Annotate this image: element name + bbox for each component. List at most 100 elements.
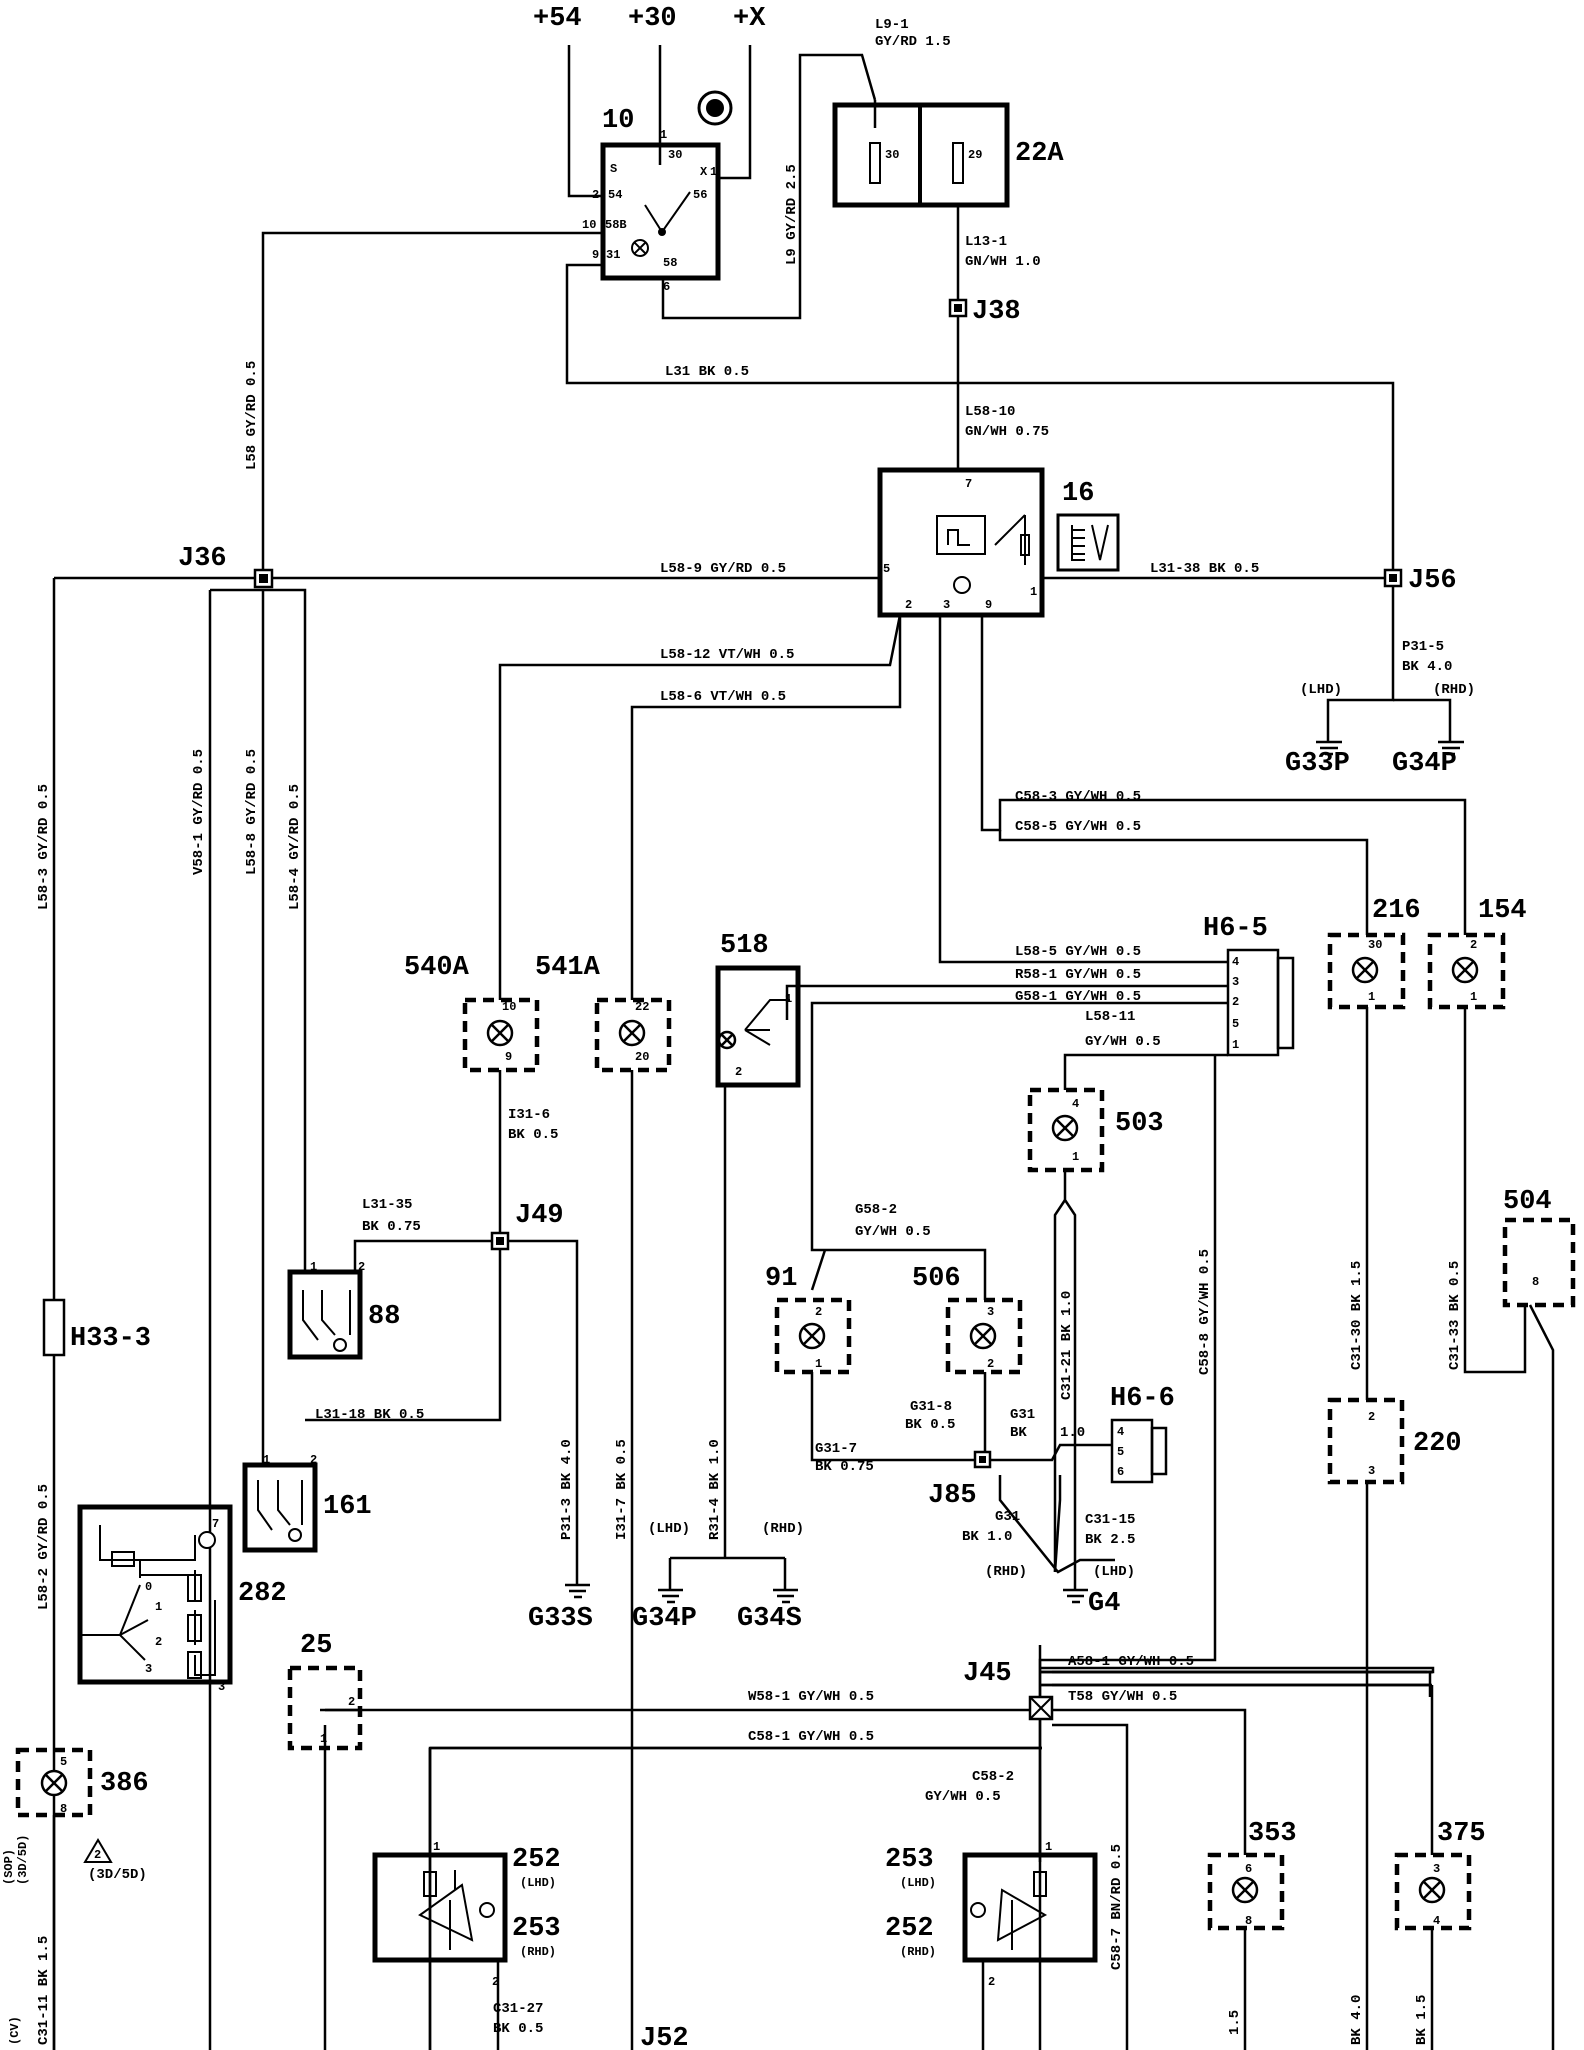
wire-labels-vertical: L9 GY/RD 2.5 L58 GY/RD 0.5 L58-3 GY/RD 0… [2,164,1463,2045]
wire-c58-2-a: C58-2 [972,1769,1014,1785]
wire-l58-5: L58-5 GY/WH 0.5 [1015,944,1141,960]
wire-l31-35-b: BK 0.75 [362,1219,421,1235]
label-540a: 540A [404,953,470,983]
wire-r31-4-v: R31-4 BK 1.0 [707,1439,723,1540]
label-variant-sop: (SOP) [2,1849,16,1885]
svg-text:30: 30 [885,148,899,162]
label-lhd-253: (LHD) [900,1876,936,1890]
label-503: 503 [1115,1109,1164,1139]
svg-text:1: 1 [433,1840,440,1854]
svg-text:1: 1 [1368,990,1375,1004]
supply-plusx: +X [733,4,766,34]
component-518: 518 [715,931,801,1088]
label-253-left: 253 [512,1914,561,1944]
junction-j45: J45 [963,1659,1054,1721]
label-216: 216 [1372,896,1421,926]
wire-bk40-v: BK 4.0 [1349,1995,1365,2045]
wire-l58-12: L58-12 VT/WH 0.5 [660,647,794,663]
svg-text:9: 9 [985,598,992,612]
svg-text:58B: 58B [605,218,627,232]
wire-l58-10-b: GN/WH 0.75 [965,424,1049,440]
label-253-right: 253 [885,1845,934,1875]
wire-p31-5-b: BK 4.0 [1402,659,1452,675]
wire-g31-8-b: BK 0.5 [905,1417,955,1433]
wire-v58-1-v: V58-1 GY/RD 0.5 [191,749,207,875]
svg-text:X: X [700,165,708,179]
wire-l58-3-v: L58-3 GY/RD 0.5 [36,784,52,910]
label-91: 91 [765,1264,797,1294]
label-88: 88 [368,1302,400,1332]
label-h33-3: H33-3 [70,1324,151,1354]
wire-i31-6-a: I31-6 [508,1107,550,1123]
svg-text:30: 30 [668,148,682,162]
label-j52: J52 [640,2024,689,2050]
wire-g31-b2: BK 1.0 [962,1529,1012,1545]
label-j85: J85 [928,1481,977,1511]
svg-text:1: 1 [310,1260,317,1274]
wire-l9-v: L9 GY/RD 2.5 [784,164,800,265]
junction-j56: J56 [1383,566,1457,596]
connector-h33-3: H33-3 [42,1298,151,1357]
svg-text:3: 3 [943,598,950,612]
svg-text:8: 8 [60,1802,67,1816]
label-16: 16 [1062,479,1094,509]
svg-text:10: 10 [502,1000,516,1014]
component-375: 375 [1394,1819,1486,1931]
svg-text:1: 1 [1072,1150,1079,1164]
wire-labels: L9-1 GY/RD 1.5 L13-1 GN/WH 1.0 L31 BK 0.… [88,17,1475,2037]
svg-text:3: 3 [145,1662,152,1676]
label-161: 161 [323,1492,372,1522]
wire-g31-8-a: G31-8 [910,1399,952,1415]
wire-c31-33-v: C31-33 BK 0.5 [1447,1261,1463,1370]
component-216: 216 [1327,896,1421,1010]
wire-l58-9: L58-9 GY/RD 0.5 [660,561,786,577]
supply-plus30: +30 [628,4,677,34]
wire-c58-7-v: C58-7 BN/RD 0.5 [1109,1844,1125,1970]
label-rhd-253: (RHD) [520,1945,556,1959]
svg-text:22: 22 [635,1000,649,1014]
label-j45: J45 [963,1659,1012,1689]
svg-text:7: 7 [965,477,972,491]
wire-g31-c: 1.0 [1060,1425,1085,1441]
svg-text:0: 0 [145,1580,152,1594]
label-282: 282 [238,1579,287,1609]
grounds: G33P G34P G33S G34P G34S G4 [528,740,1464,1634]
wire-l58-v: L58 GY/RD 0.5 [244,361,260,470]
label-375: 375 [1437,1819,1486,1849]
wire-g31-7-a: G31-7 [815,1441,857,1457]
label-rhd-g4: (RHD) [985,1564,1027,1580]
svg-text:2: 2 [905,598,912,612]
wire-l58-4-v: L58-4 GY/RD 0.5 [287,784,303,910]
junction-j85: J85 [928,1450,992,1511]
svg-text:5: 5 [883,562,890,576]
svg-text:29: 29 [968,148,982,162]
svg-text:2: 2 [592,188,599,202]
svg-text:3: 3 [1368,1464,1375,1478]
label-rhd-252: (RHD) [900,1945,936,1959]
svg-text:6: 6 [1245,1862,1252,1876]
wire-g31-a: G31 [1010,1407,1035,1423]
svg-text:2: 2 [735,1065,742,1079]
wire-p31-5-a: P31-5 [1402,639,1444,655]
svg-text:2: 2 [815,1305,822,1319]
label-j49: J49 [515,1201,564,1231]
label-j56: J56 [1408,566,1457,596]
wire-c58-3: C58-3 GY/WH 0.5 [1015,789,1141,805]
wire-i31-7-v: I31-7 BK 0.5 [614,1439,630,1540]
svg-text:20: 20 [635,1050,649,1064]
svg-text:2: 2 [94,1848,101,1862]
label-252-left: 252 [512,1845,561,1875]
label-154: 154 [1478,896,1527,926]
svg-text:1: 1 [660,128,667,142]
wire-353-bk15: 1.5 [1227,2010,1243,2035]
svg-text:S: S [610,162,617,176]
component-16: 16 [877,467,1120,618]
component-541a: 541A [535,953,672,1073]
warning-triangle-icon: 2 [83,1838,113,1863]
wire-l58-11-b: GY/WH 0.5 [1085,1034,1161,1050]
svg-text:2: 2 [987,1357,994,1371]
label-541a: 541A [535,953,601,983]
wire-c31-15-b: BK 2.5 [1085,1532,1135,1548]
component-282: 282 [77,1504,287,1685]
junction-j38: J38 [948,297,1021,327]
